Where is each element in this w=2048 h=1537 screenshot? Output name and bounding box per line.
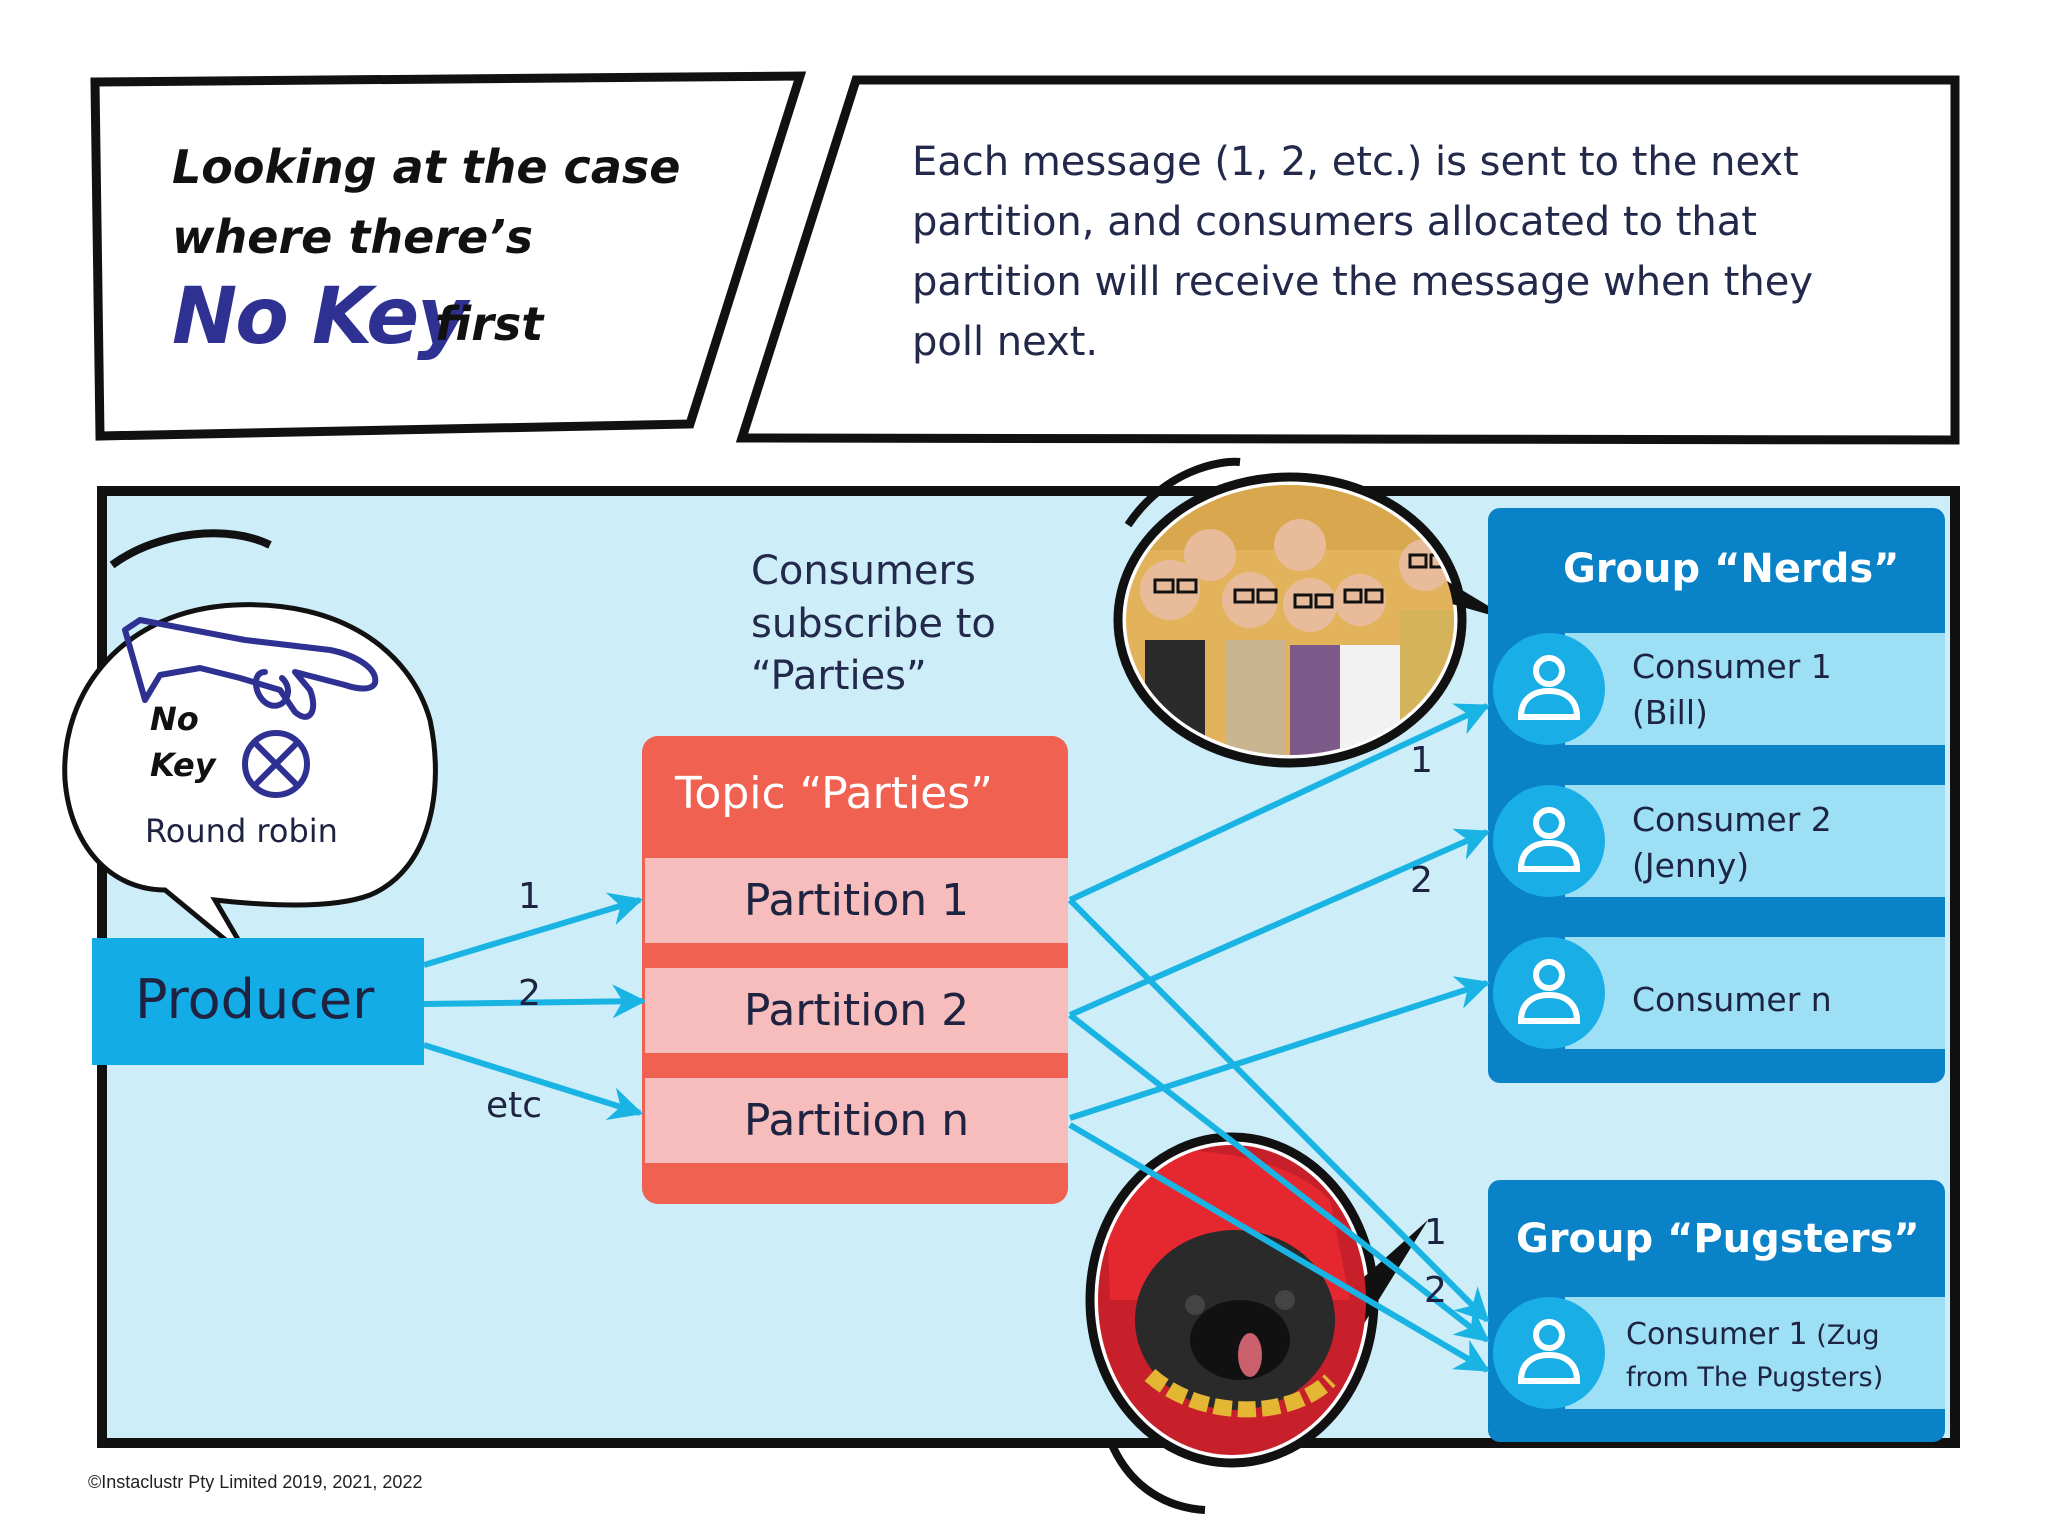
producer-arrows [423, 892, 647, 1121]
bubble-no: No [150, 700, 199, 738]
consumer-label: (Bill) [1632, 693, 1708, 732]
consumer-owner: (Zug [1807, 1320, 1880, 1351]
intro-suffix: first [435, 297, 544, 351]
group-nerds-title: Group “Nerds” [1563, 546, 1900, 592]
consumer-name: Consumer 1 [1626, 1317, 1808, 1352]
consumer-person-icon [1493, 785, 1605, 897]
arrow-p1-nerds-c1 [1068, 703, 1491, 903]
topic-title: Topic “Parties” [675, 768, 993, 819]
bubble-key: Key [150, 746, 216, 784]
arrow-label: 2 [1410, 860, 1433, 901]
consumer-person-icon [1493, 937, 1605, 1049]
consumer-label: from The Pugsters) [1626, 1362, 1884, 1393]
producer-box [92, 938, 424, 1065]
hand-dropping-coin-icon [122, 617, 379, 798]
round-robin-label: Round robin [145, 812, 338, 850]
arrow-p2-pug-c1 [1068, 1012, 1490, 1343]
group-pugsters-title: Group “Pugsters” [1516, 1216, 1920, 1262]
description-text: Each message (1, 2, etc.) is sent to the… [912, 139, 1814, 365]
consumer-row-bg [1565, 1297, 1945, 1409]
nerds-photo-bubble [1113, 457, 1515, 768]
consumer-label: Consumer n [1632, 980, 1832, 1019]
consumer-row-bg [1565, 785, 1945, 897]
arrow-label: etc [486, 1085, 543, 1126]
copyright-text: ©Instaclustr Pty Limited 2019, 2021, 202… [88, 1472, 423, 1492]
subscribe-note-2: subscribe to [751, 601, 996, 647]
consumer-label: Consumer 2 [1632, 800, 1832, 839]
partition-n: Partition n [645, 1078, 1068, 1163]
no-key-highlight: No Key [172, 272, 468, 362]
intro-line-2: where there’s [172, 210, 534, 264]
arrow-label: 2 [518, 973, 541, 1014]
partition-2: Partition 2 [645, 968, 1068, 1053]
consumer-person-icon [1493, 633, 1605, 745]
consumer-label: Consumer 1 [1632, 647, 1832, 686]
partition-1: Partition 1 [645, 858, 1068, 943]
arrow-producer-pn [423, 1042, 644, 1121]
arrow-pn-nerds-cn [1069, 976, 1491, 1121]
producer-label: Producer [135, 968, 375, 1031]
description-panel [735, 75, 1960, 445]
intro-panel [90, 71, 807, 441]
subscribe-note-1: Consumers [751, 548, 976, 594]
arrow-label: 1 [518, 876, 541, 917]
arrow-label: 1 [1424, 1212, 1447, 1253]
consumer-label: (Jenny) [1632, 846, 1750, 885]
consumer-arrows [1067, 703, 1491, 1373]
arrow-p2-nerds-c2 [1068, 828, 1491, 1018]
arrow-p1-pug-c1 [1067, 897, 1490, 1323]
consumer-row-bg [1565, 633, 1945, 745]
arrow-producer-p2 [423, 984, 647, 1019]
intro-line-1: Looking at the case [172, 140, 681, 194]
consumer-label: Consumer 1 (Zug [1626, 1310, 1879, 1359]
arrow-label: 1 [1410, 740, 1433, 781]
consumer-person-icon [1493, 1297, 1605, 1409]
subscribe-note-3: “Parties” [751, 653, 927, 699]
arrow-pn-pug-c1 [1068, 1122, 1490, 1373]
arrow-label: 2 [1424, 1270, 1447, 1311]
consumer-row-bg [1565, 937, 1945, 1049]
arrow-producer-p1 [423, 892, 644, 968]
